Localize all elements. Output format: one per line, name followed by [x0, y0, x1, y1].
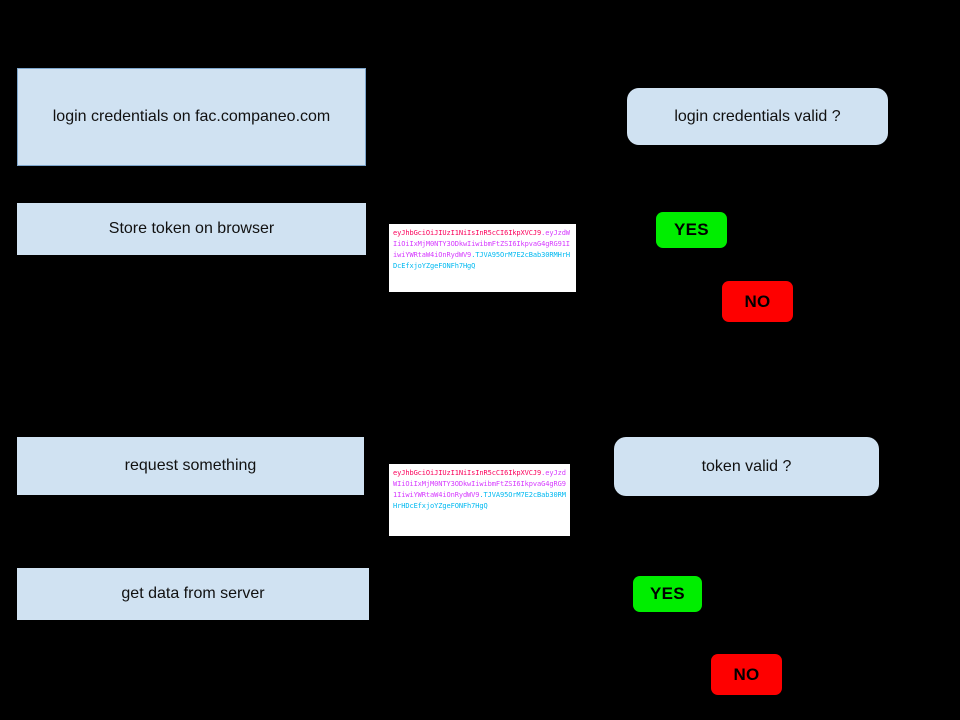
node-get-data-label: get data from server: [121, 585, 265, 603]
node-request-something-label: request something: [124, 457, 257, 475]
node-login-valid-label: login credentials valid ?: [674, 107, 841, 125]
jwt-header-segment: eyJhbGciOiJIUzI1NiIsInR5cCI6IkpXVCJ9: [393, 229, 542, 237]
badge-token-yes-label: YES: [650, 584, 685, 603]
node-login-credentials-label: login credentials on fac.companeo.com: [52, 108, 331, 126]
jwt-payload-segment: .eyJzdWIiOiIxMjM0NTY3ODkwIiwibmFtZSI6Ikp…: [393, 469, 566, 499]
badge-login-no-label: NO: [744, 291, 771, 311]
jwt-token-image-bottom: eyJhbGciOiJIUzI1NiIsInR5cCI6IkpXVCJ9.eyJ…: [389, 464, 570, 536]
jwt-signature-segment: .TJVA95OrM7E2cBab30RMHrHDcEfxjoYZgeFONFh…: [393, 490, 566, 510]
node-login-credentials-valid[interactable]: login credentials valid ?: [627, 88, 888, 145]
badge-token-yes[interactable]: YES: [633, 576, 702, 612]
node-request-something[interactable]: request something: [17, 437, 364, 495]
badge-token-no-label: NO: [733, 664, 760, 684]
badge-login-no[interactable]: NO: [722, 281, 793, 322]
jwt-payload-segment: .eyJzdWIiOiIxMjM0NTY3ODkwIiwibmFtZSI6Ikp…: [393, 229, 570, 259]
jwt-signature-segment: .TJVA95OrM7E2cBab30RMHrHDcEfxjoYZgeFONFh…: [393, 250, 570, 270]
jwt-header-segment: eyJhbGciOiJIUzI1NiIsInR5cCI6IkpXVCJ9: [393, 469, 542, 477]
node-token-valid[interactable]: token valid ?: [614, 437, 879, 496]
jwt-token-image-top: eyJhbGciOiJIUzI1NiIsInR5cCI6IkpXVCJ9.eyJ…: [389, 224, 576, 292]
badge-login-yes[interactable]: YES: [656, 212, 727, 248]
badge-token-no[interactable]: NO: [711, 654, 782, 695]
node-token-valid-label: token valid ?: [701, 457, 792, 475]
node-store-token-label: Store token on browser: [108, 220, 275, 238]
node-get-data-from-server[interactable]: get data from server: [17, 568, 369, 620]
node-login-credentials[interactable]: login credentials on fac.companeo.com: [17, 68, 366, 166]
badge-login-yes-label: YES: [674, 220, 709, 239]
node-store-token[interactable]: Store token on browser: [17, 203, 366, 255]
